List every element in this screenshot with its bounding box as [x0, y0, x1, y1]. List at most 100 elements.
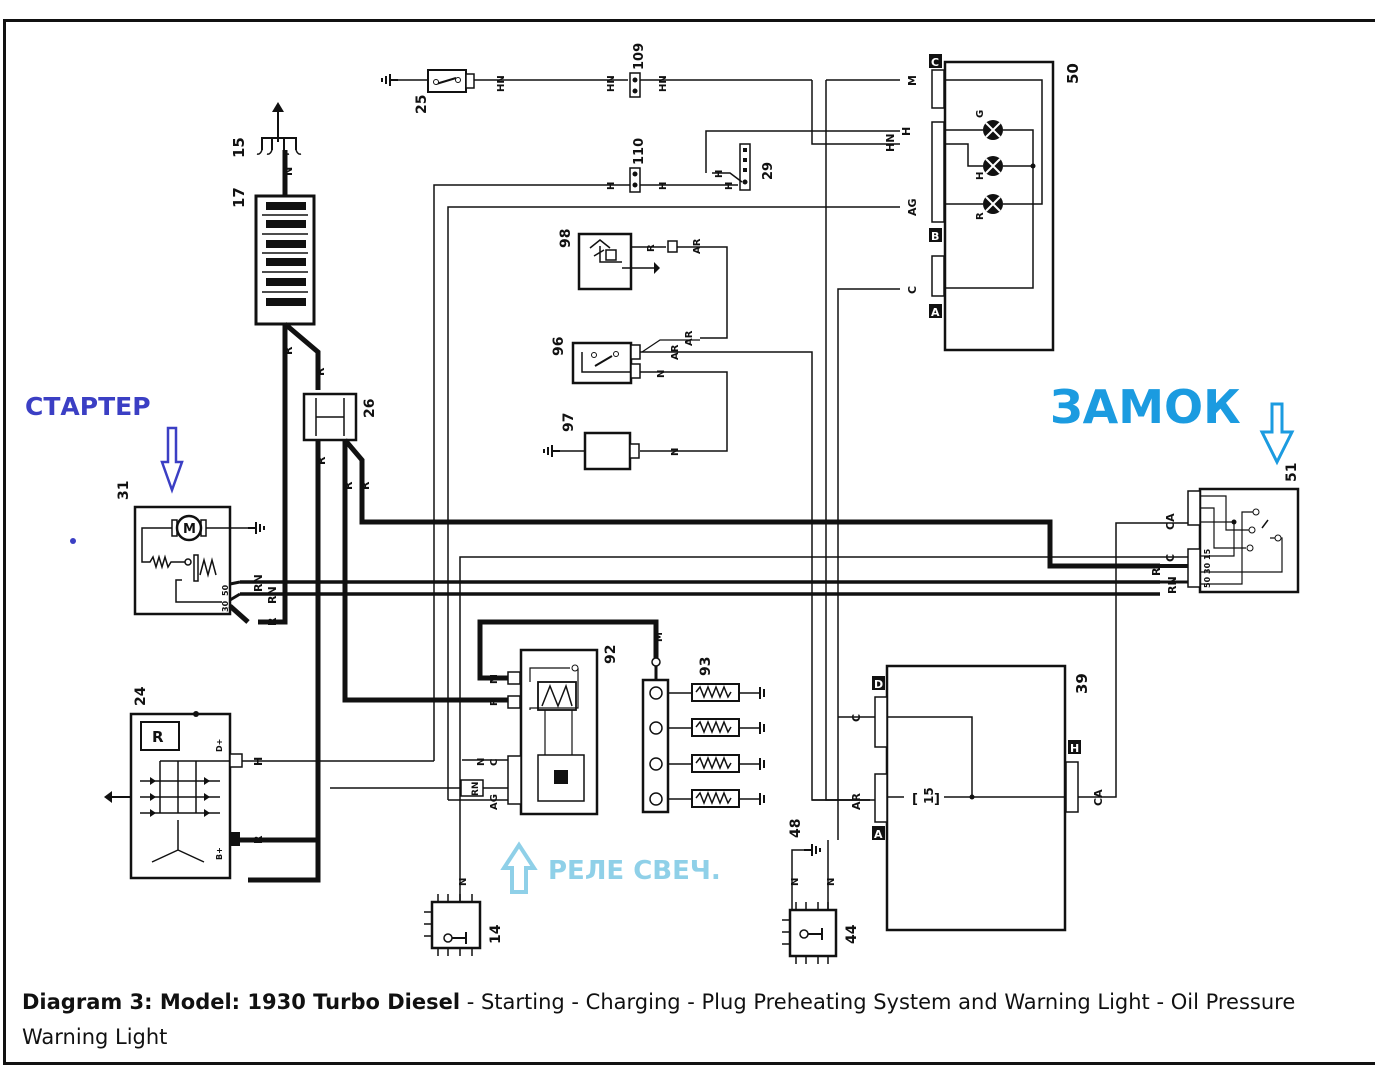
wire-label: N [282, 167, 295, 176]
switch-96: 96 [551, 337, 641, 385]
wire-label: R [1150, 567, 1163, 576]
wire-label: C [1164, 554, 1177, 562]
lamp-label: H [975, 172, 986, 180]
pin-label: 30 [221, 600, 230, 612]
wire-label: H [900, 127, 913, 136]
label-31: 31 [116, 481, 132, 500]
wire-label: N [670, 448, 681, 456]
wire-label: C [850, 714, 863, 722]
label-110: 110 [632, 138, 647, 165]
starter-motor-31: M 50 30 31 [116, 481, 265, 616]
wire-label: H [724, 182, 735, 190]
pin-label: 50 [221, 584, 230, 596]
label-93: 93 [698, 657, 714, 676]
pin-label: 15 [1203, 548, 1212, 560]
wire-label: CA [1164, 513, 1177, 530]
caption-title: Diagram 3: Model: 1930 Turbo Diesel [22, 990, 461, 1014]
sensor-97: 97 [543, 413, 640, 471]
label-25: 25 [414, 95, 430, 114]
regulator-symbol: R [152, 728, 164, 746]
wire-label: M [489, 674, 500, 684]
wire-label: N [476, 758, 487, 766]
wire-label: AR [670, 344, 681, 360]
caption-description: - Starting - Charging - Plug Preheating … [22, 990, 1296, 1049]
wire-label: C [489, 759, 500, 766]
label-98: 98 [558, 229, 574, 248]
sensor-98: 98 [558, 229, 660, 291]
label-17: 17 [230, 187, 248, 208]
wire-label: H [606, 182, 617, 190]
wire-label: RN [252, 574, 265, 592]
wire-label: H [658, 182, 669, 190]
label-26: 26 [362, 399, 378, 418]
wire-label: AG [489, 794, 500, 810]
pin-label: 30 [1203, 562, 1212, 574]
pin-label: D+ [215, 739, 224, 752]
switch-25: 25 [381, 69, 475, 114]
wire-label: R [489, 698, 500, 706]
earth-point-14: 14 [424, 894, 504, 956]
earth-15: 15 [230, 102, 302, 158]
wire-label: RN [1166, 576, 1179, 594]
lamp-label: G [975, 110, 986, 118]
wire-label: M [906, 75, 919, 86]
label-15: 15 [230, 137, 248, 158]
pin-label: B+ [215, 847, 224, 860]
fuse-label: 15 [922, 787, 936, 804]
wire-label: M [654, 632, 665, 642]
wire-label: C [906, 286, 919, 294]
pin-label: 50 [1203, 576, 1212, 588]
wire-label: H [252, 757, 265, 766]
connector-29: 29 [739, 143, 776, 191]
battery-17: 17 [230, 187, 316, 326]
label-44: 44 [844, 924, 860, 944]
alternator-24: R D+ B+ 24 [104, 686, 243, 880]
glow-relay-annotation: РЕЛЕ СВЕЧ. [548, 856, 721, 886]
wire-label: HN [606, 75, 617, 92]
glow-plugs-93: 93 [641, 657, 765, 814]
relay-arrow-icon [500, 841, 538, 894]
connector-label: A [931, 306, 940, 319]
wire-label: RN [266, 586, 279, 604]
lock-arrow-icon [1259, 402, 1295, 466]
wire-label: AR [850, 792, 863, 810]
label-92: 92 [603, 645, 619, 664]
starter-annotation: СТАРТЕР [25, 392, 151, 421]
starter-arrow-icon [160, 426, 184, 494]
wire-label: N [458, 878, 469, 886]
connector-109: 109 [629, 43, 647, 98]
marker-dot [70, 538, 76, 544]
wire-label: N [656, 370, 667, 378]
connector-110: 110 [629, 138, 647, 193]
wire-label: HN [884, 134, 897, 152]
wire-label: N [790, 878, 801, 886]
label-29: 29 [761, 162, 776, 180]
label-50: 50 [1064, 63, 1082, 84]
wire-label: R [315, 456, 328, 465]
wire-label: H [714, 170, 725, 178]
wire-label: R [342, 481, 355, 490]
connector-label: A [874, 828, 883, 841]
instrument-panel-50: C B A G H R 50 [929, 54, 1082, 352]
wire-label: AG [906, 198, 919, 216]
wire-label: R [359, 481, 372, 490]
wire-label: R [266, 617, 279, 626]
label-96: 96 [551, 337, 567, 356]
connector-label: B [931, 230, 939, 243]
wire-label: AR [684, 330, 695, 346]
wire-label: RN [471, 782, 481, 796]
fuse-bracket-left: [ [912, 792, 918, 807]
label-24: 24 [133, 686, 149, 706]
ignition-switch-51: 15 30 50 51 [1187, 463, 1300, 594]
wire-label: AR [692, 238, 703, 254]
label-109: 109 [632, 43, 647, 70]
label-39: 39 [1073, 673, 1091, 694]
lamp-label: R [975, 212, 986, 220]
label-14: 14 [488, 924, 504, 944]
earth-point-44: 44 [782, 902, 860, 964]
diagram-caption: Diagram 3: Model: 1930 Turbo Diesel - St… [22, 985, 1342, 1055]
fuse-bracket-right: ] [934, 792, 940, 807]
wire-label: N [826, 878, 837, 886]
motor-symbol: M [183, 522, 196, 537]
